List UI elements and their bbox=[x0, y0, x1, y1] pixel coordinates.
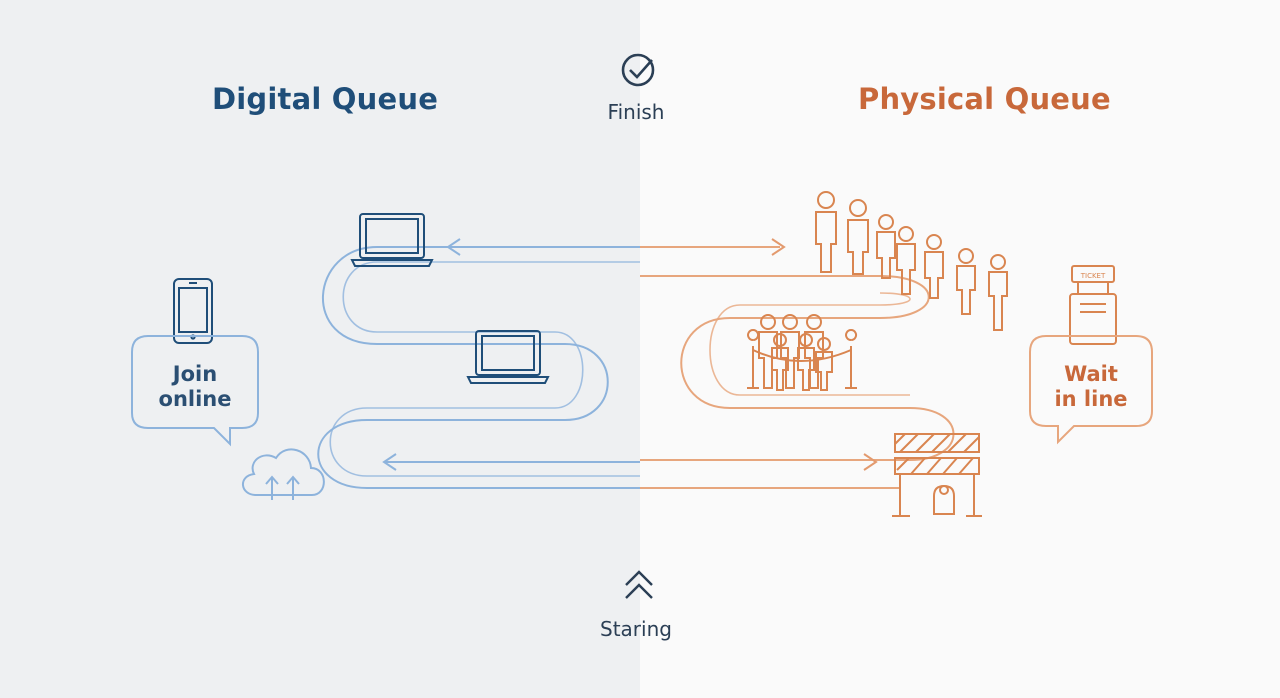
digital-queue-title: Digital Queue bbox=[212, 82, 439, 116]
smartphone-icon bbox=[173, 278, 213, 344]
laptop-icon-top bbox=[350, 213, 434, 267]
digital-queue-path bbox=[317, 246, 640, 489]
physical-panel-background bbox=[640, 0, 1280, 698]
digital-speech-bubble bbox=[131, 335, 259, 447]
physical-queue-title: Physical Queue bbox=[858, 82, 1111, 116]
digital-bubble-line-1: Join bbox=[172, 362, 218, 386]
digital-arrows bbox=[382, 238, 640, 471]
barricade-icon bbox=[892, 433, 982, 517]
physical-bubble-line-2: in line bbox=[1054, 387, 1128, 411]
ticket-kiosk-icon: TICKET bbox=[1069, 265, 1117, 345]
double-chevron-up-icon bbox=[625, 570, 653, 599]
people-queue-icon bbox=[815, 191, 1008, 331]
cloud-upload-icon bbox=[242, 448, 325, 500]
crowd-stanchion-icon bbox=[747, 314, 858, 391]
digital-bubble-text: Join online bbox=[140, 362, 250, 412]
kiosk-ticket-label: TICKET bbox=[1080, 272, 1106, 280]
laptop-icon-middle bbox=[466, 330, 550, 384]
physical-bubble-text: Wait in line bbox=[1036, 362, 1146, 412]
physical-speech-bubble bbox=[1029, 335, 1153, 445]
check-circle-icon bbox=[621, 53, 655, 87]
physical-bubble-line-1: Wait bbox=[1064, 362, 1118, 386]
physical-arrows bbox=[771, 238, 878, 471]
digital-bubble-line-2: online bbox=[158, 387, 232, 411]
start-label: Staring bbox=[600, 617, 672, 641]
finish-label: Finish bbox=[607, 100, 665, 124]
